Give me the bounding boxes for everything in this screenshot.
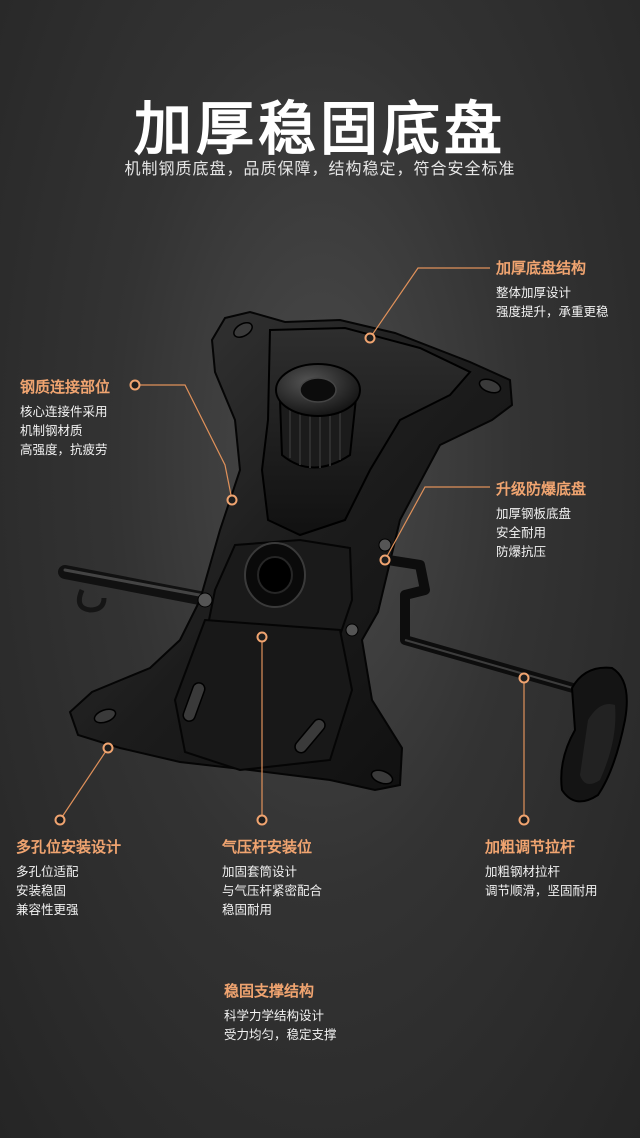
callout-line: 稳固耐用 (222, 902, 273, 917)
adjust-lever (383, 555, 628, 803)
callout-line: 机制钢材质 (20, 423, 83, 438)
callout-heading: 加厚底盘结构 (496, 259, 587, 277)
callout-line: 加粗钢材拉杆 (485, 864, 561, 879)
callout-line: 安装稳固 (16, 883, 67, 898)
callout-heading: 钢质连接部位 (20, 378, 111, 396)
callout-steel-joint: 钢质连接部位 核心连接件采用 机制钢材质 高强度，抗疲劳 (20, 376, 110, 459)
tension-knob (275, 363, 361, 469)
callout-holes: 多孔位安装设计 多孔位适配 安装稳固 兼容性更强 (16, 836, 121, 919)
leader-dots (54, 332, 530, 826)
callout-upgrade: 升级防爆底盘 加厚钢板底盘 安全耐用 防爆抗压 (496, 478, 586, 561)
page-subtitle: 机制钢质底盘，品质保障，结构稳定，符合安全标准 (124, 159, 516, 178)
callout-heading: 升级防爆底盘 (496, 480, 587, 498)
callout-line: 受力均匀，稳定支撑 (224, 1027, 337, 1042)
callout-lever: 加粗调节拉杆 加粗钢材拉杆 调节顺滑，坚固耐用 (485, 836, 598, 900)
callout-support: 稳固支撑结构 科学力学结构设计 受力均匀，稳定支撑 (224, 980, 337, 1044)
callout-thick-base: 加厚底盘结构 整体加厚设计 强度提升，承重更稳 (496, 257, 609, 321)
callout-heading: 多孔位安装设计 (16, 838, 122, 856)
leader-lines (59, 267, 525, 821)
callout-heading: 气压杆安装位 (222, 838, 313, 856)
callout-line: 加厚钢板底盘 (496, 506, 572, 521)
page-title: 加厚稳固底盘 (133, 95, 506, 163)
callout-line: 科学力学结构设计 (224, 1008, 325, 1023)
callout-line: 整体加厚设计 (496, 285, 572, 300)
callout-line: 核心连接件采用 (20, 404, 108, 419)
callout-line: 加固套筒设计 (222, 864, 298, 879)
callout-heading: 稳固支撑结构 (224, 982, 315, 1000)
callout-heading: 加粗调节拉杆 (485, 838, 576, 856)
callout-line: 兼容性更强 (16, 902, 79, 917)
mounting-holes (93, 322, 502, 785)
callout-line: 高强度，抗疲劳 (20, 442, 108, 457)
callout-line: 调节顺滑，坚固耐用 (485, 883, 598, 898)
callout-line: 多孔位适配 (16, 864, 79, 879)
callout-line: 防爆抗压 (496, 544, 547, 559)
callout-line: 强度提升，承重更稳 (496, 304, 609, 319)
left-rod (58, 565, 217, 613)
callout-line: 安全耐用 (496, 525, 547, 540)
callout-gas-rod: 气压杆安装位 加固套筒设计 与气压杆紧密配合 稳固耐用 (222, 836, 322, 919)
callout-line: 与气压杆紧密配合 (222, 883, 323, 898)
